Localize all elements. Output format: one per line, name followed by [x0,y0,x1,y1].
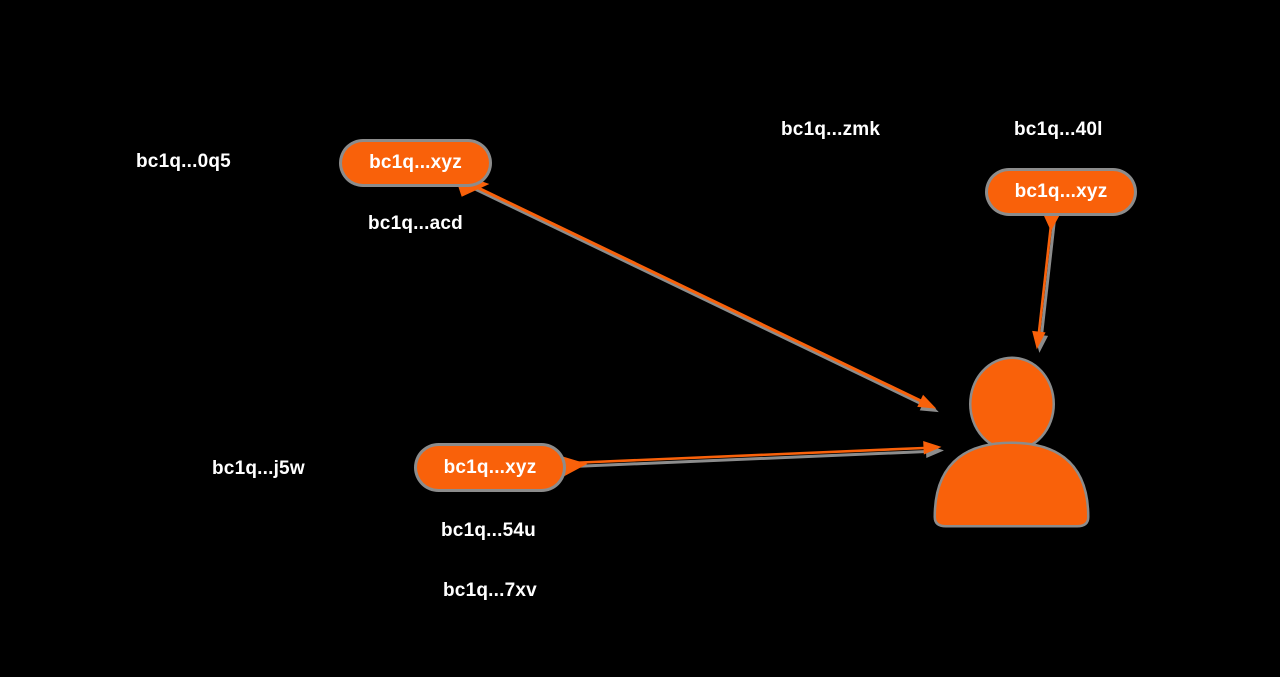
arrowhead-into-person-1 [917,394,937,409]
address-label-54u[interactable]: bc1q...54u [441,520,536,541]
edge-bottom-pill-to-person[interactable] [569,446,925,465]
arrowhead-into-person-3 [1032,330,1046,350]
address-label-7xv[interactable]: bc1q...7xv [443,580,537,601]
address-node-pill-top-right[interactable]: bc1q...xyz [988,171,1134,213]
address-label-zmk[interactable]: bc1q...zmk [781,119,881,140]
address-label-40l[interactable]: bc1q...40l [1014,119,1103,140]
edge-top-right-pill-to-person[interactable] [1037,215,1054,333]
address-node-pill-bottom[interactable]: bc1q...xyz [417,446,563,489]
person-body [933,441,1090,528]
address-node-pill-top-left[interactable]: bc1q...xyz [342,142,489,184]
person-icon[interactable] [933,356,1090,528]
edge-top-left-pill-to-person[interactable] [467,181,922,403]
address-label-0q5[interactable]: bc1q...0q5 [136,151,231,172]
arrowhead-into-person-2 [923,441,942,455]
address-label-acd[interactable]: bc1q...acd [368,213,463,234]
person-head [969,356,1055,452]
edge-shadows [469,184,1056,468]
address-label-j5w[interactable]: bc1q...j5w [212,458,305,479]
